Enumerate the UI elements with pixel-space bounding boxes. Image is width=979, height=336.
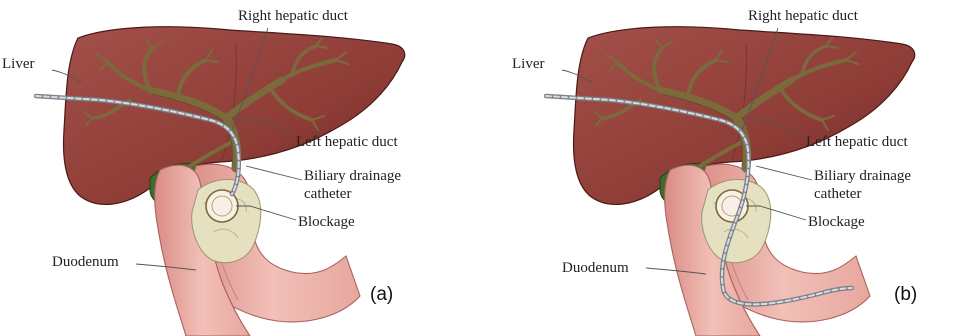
label-left-hepatic-duct-b: Left hepatic duct [806,134,908,150]
panel-b: Liver Right hepatic duct Left hepatic du… [512,8,917,336]
label-catheter-line1-a: Biliary drainage [304,168,401,184]
leader-catheter-a [246,166,302,180]
label-catheter-line1-b: Biliary drainage [814,168,911,184]
label-liver-a: Liver [2,56,34,72]
label-right-hepatic-duct-b: Right hepatic duct [748,8,859,24]
panel-label-a: (a) [370,284,393,305]
label-blockage-a: Blockage [298,214,355,230]
label-catheter-line2-a: catheter [304,186,351,202]
label-blockage-b: Blockage [808,214,865,230]
label-duodenum-a: Duodenum [52,254,119,270]
label-catheter-line2-b: catheter [814,186,861,202]
panel-label-b: (b) [894,284,917,305]
label-duodenum-b: Duodenum [562,260,629,276]
label-liver-b: Liver [512,56,544,72]
label-right-hepatic-duct-a: Right hepatic duct [238,8,349,24]
label-left-hepatic-duct-a: Left hepatic duct [296,134,398,150]
leader-catheter-b [756,166,812,180]
panel-a: Liver Right hepatic duct Left hepatic du… [2,8,405,336]
